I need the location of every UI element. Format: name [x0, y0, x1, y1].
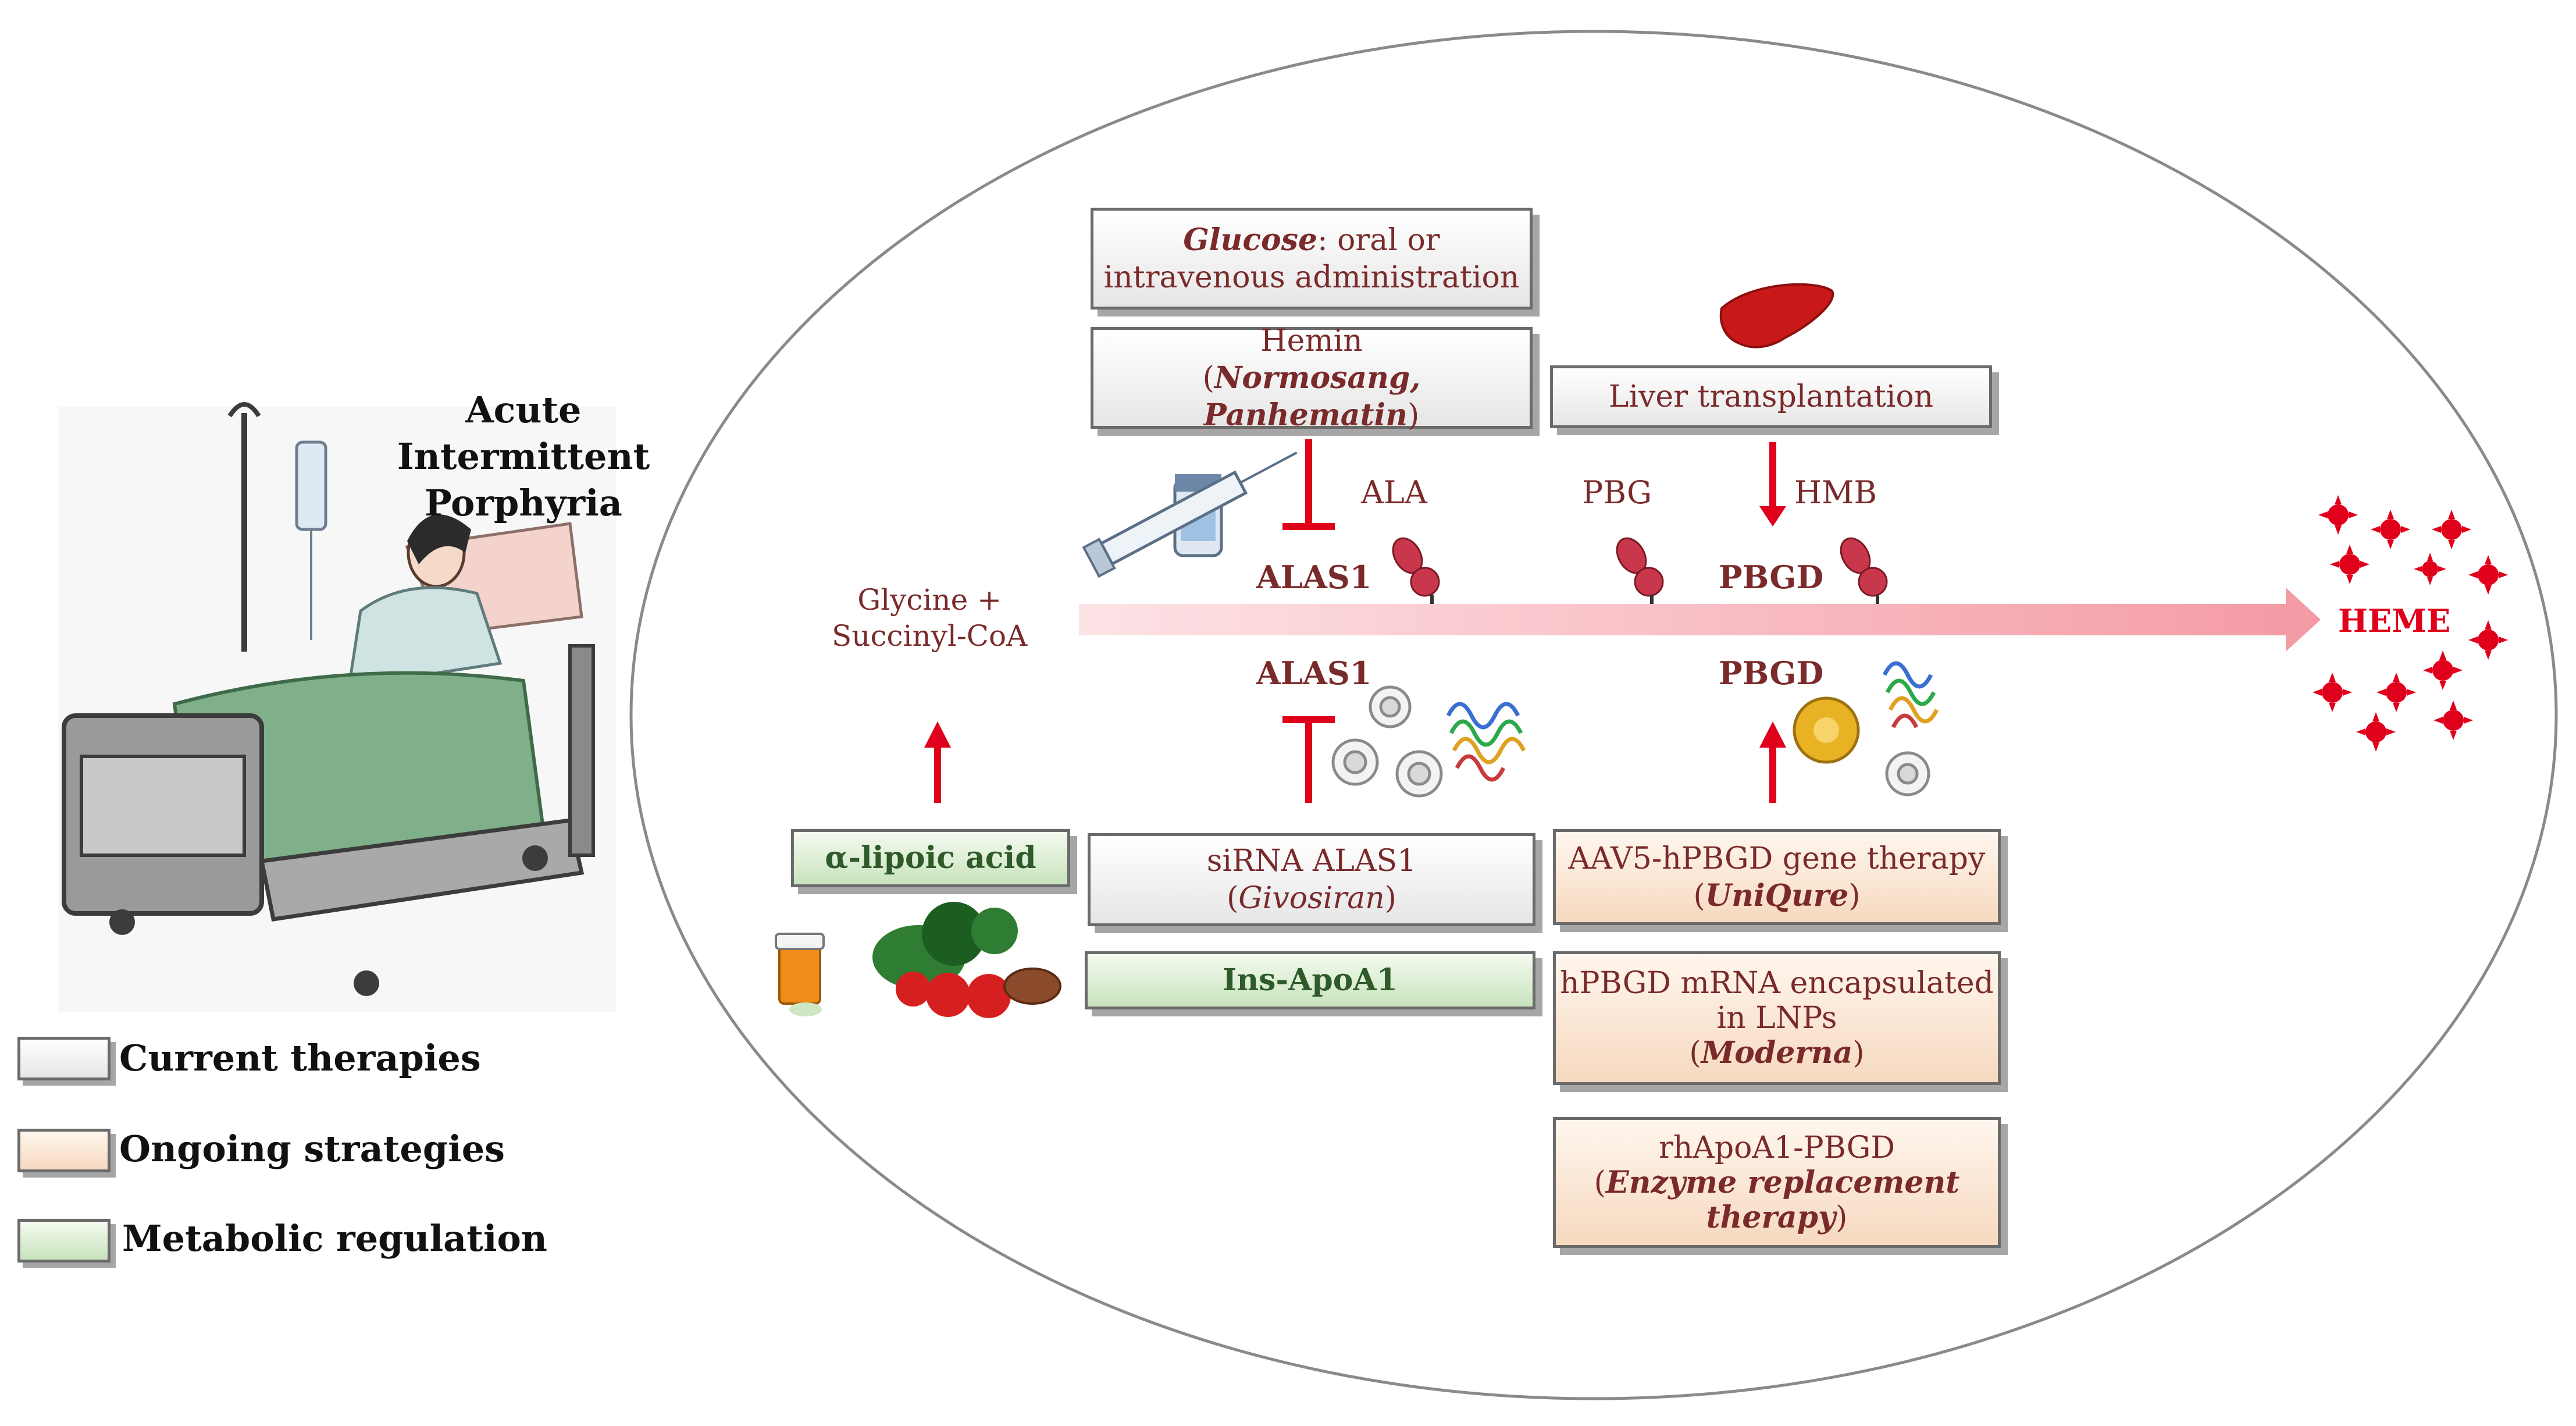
rhapo-line1: rhApoA1-PBGD	[1658, 1130, 1896, 1165]
enzyme-label-alas1-top: ALAS1	[1256, 559, 1372, 596]
enzyme-label-pbgd-bottom: PBGD	[1719, 655, 1824, 692]
enzyme-icon-pbgd	[1840, 537, 1888, 604]
hemin-open: (	[1202, 360, 1214, 396]
lnp-particles-icon	[1331, 685, 1443, 798]
disease-title: Acute Intermittent Porphyria	[349, 387, 698, 527]
mrna-line1: hPBGD mRNA encapsulated	[1560, 966, 1994, 1001]
aav5-open: (	[1693, 878, 1705, 913]
protein-ribbon-icon-left	[1446, 702, 1526, 782]
mrna-lnp-box: hPBGD mRNA encapsulated in LNPs (Moderna…	[1553, 951, 2001, 1085]
metabolite-label-ala: ALA	[1361, 474, 1427, 511]
rhapo-open: (	[1594, 1165, 1606, 1200]
lnp-particle-icon-right	[1885, 751, 1930, 796]
pathway-start: Glycine + Succinyl-CoA	[832, 582, 1027, 654]
aav5-company: UniQure	[1705, 877, 1849, 913]
enzyme-label-pbgd-top: PBGD	[1719, 559, 1824, 596]
enzyme-label-alas1-bottom: ALAS1	[1256, 655, 1372, 692]
aav5-line1: AAV5-hPBGD gene therapy	[1568, 841, 1986, 876]
rhapo-italic1: Enzyme replacement	[1605, 1164, 1960, 1200]
enzyme-icon-pbg	[1616, 537, 1664, 604]
disease-title-line1: Acute Intermittent	[397, 389, 650, 478]
aav5-line2: (UniQure)	[1693, 877, 1860, 915]
mrna-open: (	[1689, 1036, 1701, 1071]
legend-swatch-current	[17, 1037, 111, 1080]
glucose-line2: intravenous administration	[1103, 259, 1520, 295]
sirna-line1: siRNA ALAS1	[1206, 844, 1417, 879]
hemin-close: )	[1408, 397, 1420, 433]
hemin-inhibition-arrow	[1282, 439, 1335, 530]
ins-apoa1-label: Ins-ApoA1	[1223, 962, 1398, 998]
ins-apoa1-box: Ins-ApoA1	[1085, 951, 1535, 1009]
rhapo-italic2: therapy	[1706, 1199, 1836, 1235]
lipoic-acid-label: α-lipoic acid	[825, 840, 1036, 876]
legend-label-metabolic: Metabolic regulation	[122, 1217, 547, 1260]
rhapo-line3: therapy)	[1706, 1200, 1848, 1235]
hemin-therapy-box: Hemin (Normosang, Panhematin)	[1091, 323, 1533, 433]
aav5-gene-therapy-box: AAV5-hPBGD gene therapy (UniQure)	[1553, 829, 2001, 925]
pathway-main-arrow	[1079, 588, 2321, 652]
lipoic-activation-arrow	[924, 721, 951, 803]
rhapo-close: )	[1836, 1200, 1848, 1235]
syringe-vial-icon	[1082, 451, 1298, 578]
rhapo-line2: (Enzyme replacement	[1594, 1165, 1960, 1200]
legend-label-ongoing: Ongoing strategies	[119, 1128, 505, 1170]
sirna-drug: Givosiran	[1238, 881, 1385, 916]
hemin-line2: (Normosang, Panhematin)	[1093, 360, 1530, 434]
sirna-line2: (Givosiran)	[1227, 880, 1396, 917]
legend-label-current: Current therapies	[119, 1037, 481, 1079]
mrna-line3: (Moderna)	[1689, 1036, 1864, 1071]
hemin-line1: Hemin	[1260, 323, 1363, 358]
hemin-brands: Normosang, Panhematin	[1203, 360, 1421, 433]
metabolite-label-pbg: PBG	[1582, 474, 1652, 511]
pathway-end-heme: HEME	[2338, 602, 2451, 639]
pathway-start-line2: Succinyl-CoA	[832, 619, 1028, 653]
mrna-line2: in LNPs	[1716, 1001, 1837, 1036]
protein-ribbon-icon-right	[1882, 661, 1939, 728]
glucose-line1: Glucose: oral or	[1183, 222, 1440, 259]
aav-virus-icon	[1793, 696, 1860, 764]
enzyme-icon-alas1	[1392, 537, 1440, 604]
metabolite-label-hmb: HMB	[1794, 474, 1877, 511]
cell-ellipse	[629, 30, 2558, 1400]
patient-bed-illustration	[58, 402, 617, 1012]
sirna-open: (	[1226, 881, 1239, 916]
liver-transplant-label: Liver transplantation	[1608, 379, 1934, 414]
mrna-close: )	[1852, 1036, 1865, 1071]
heme-molecules-icon	[2313, 495, 2508, 752]
liver-transplant-box: Liver transplantation	[1550, 365, 1992, 428]
sirna-inhibition-arrow	[1282, 716, 1335, 803]
glucose-therapy-box: Glucose: oral or intravenous administrat…	[1091, 208, 1533, 310]
sirna-close: )	[1384, 881, 1397, 916]
pathway-start-line1: Glycine +	[857, 583, 1002, 617]
food-diet-icon	[775, 902, 1061, 1018]
aav5-activation-arrow	[1759, 721, 1786, 803]
mrna-company: Moderna	[1701, 1035, 1853, 1071]
rhapoa1-pbgd-box: rhApoA1-PBGD (Enzyme replacement therapy…	[1553, 1117, 2001, 1248]
glucose-italic: Glucose	[1183, 222, 1318, 258]
liver-icon	[1719, 283, 1834, 349]
glucose-text1: : oral or	[1317, 222, 1440, 258]
sirna-therapy-box: siRNA ALAS1 (Givosiran)	[1088, 833, 1535, 926]
liver-transplant-arrow	[1759, 442, 1786, 527]
lipoic-acid-box: α-lipoic acid	[791, 829, 1070, 887]
legend-swatch-metabolic	[17, 1219, 111, 1263]
legend-swatch-ongoing	[17, 1129, 111, 1172]
aav5-close: )	[1848, 878, 1861, 913]
disease-title-line2: Porphyria	[425, 482, 622, 524]
